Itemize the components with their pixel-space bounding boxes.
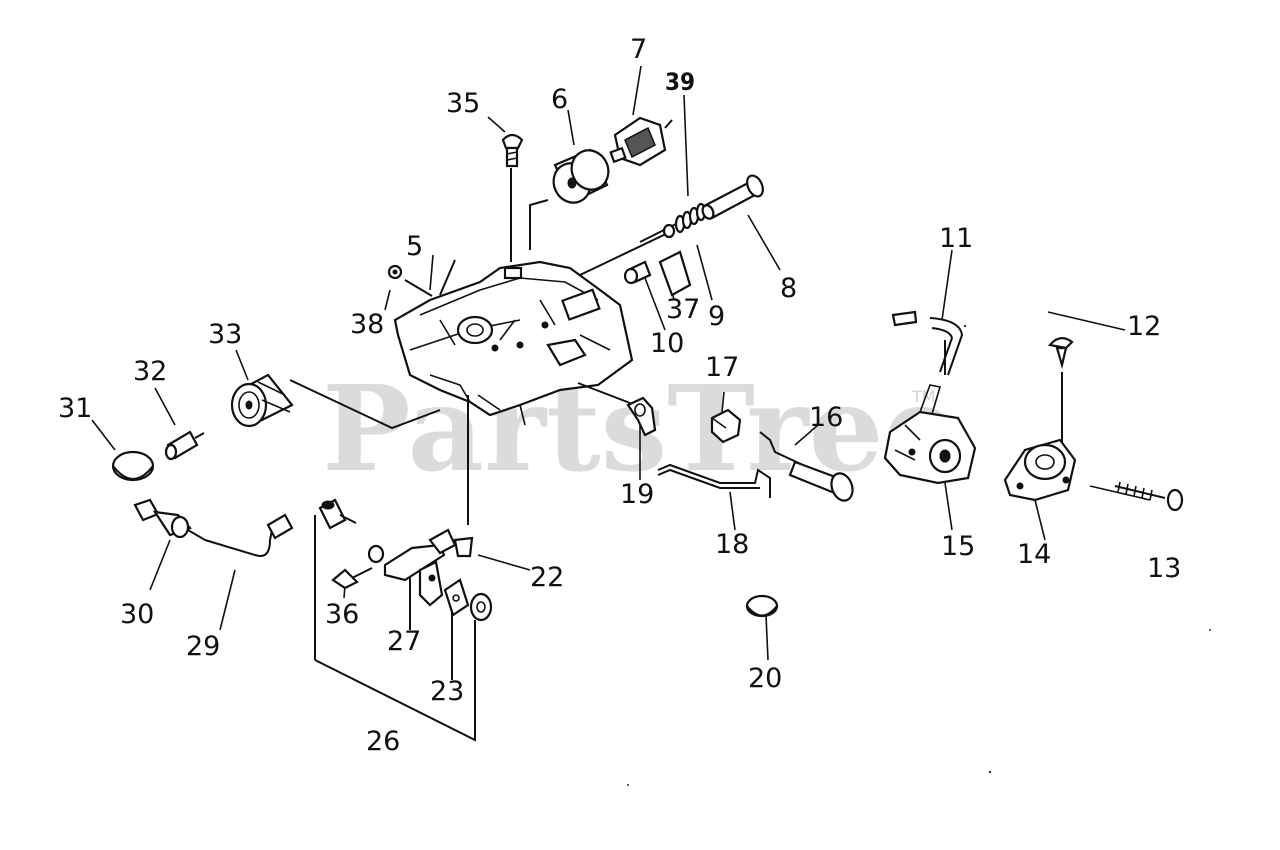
callout-22: 22 [530, 562, 564, 593]
screw-35-part[interactable] [501, 133, 524, 168]
callout-15: 15 [941, 531, 975, 562]
callout-37: 37 [666, 294, 700, 325]
cover-14-part[interactable] [1003, 438, 1077, 502]
callout-10: 10 [650, 328, 684, 359]
carburetor-body-part[interactable] [393, 260, 634, 426]
callout-13: 13 [1147, 553, 1181, 584]
callout-35: 35 [446, 88, 480, 119]
callout-26: 26 [366, 726, 400, 757]
callout-27: 27 [387, 626, 421, 657]
callout-pointers [91, 65, 1046, 661]
leader-lines [289, 168, 1151, 742]
callout-17: 17 [705, 352, 739, 383]
screw-13-part[interactable] [1114, 481, 1184, 512]
callout-12: 12 [1127, 311, 1161, 342]
float-6-part[interactable] [547, 144, 615, 208]
lever-27-part[interactable] [367, 528, 474, 607]
spring-39-part[interactable] [674, 202, 707, 234]
plate-23-part[interactable] [443, 578, 470, 617]
callout-9: 9 [708, 301, 725, 332]
plug-20-part[interactable] [745, 594, 779, 618]
clip-38-part[interactable] [387, 264, 403, 280]
idle-screw-8-part[interactable] [701, 173, 766, 220]
watermark-trademark: TM [911, 387, 936, 406]
callout-33: 33 [208, 319, 242, 350]
diaphragm-33-part[interactable] [230, 373, 294, 428]
callout-7: 7 [630, 34, 647, 65]
o-ring-9-part[interactable] [662, 223, 676, 239]
callout-20: 20 [748, 663, 782, 694]
pump-15-part[interactable] [883, 384, 977, 485]
callout-11: 11 [939, 223, 973, 254]
shaft-16-part[interactable] [759, 431, 856, 504]
callout-36: 36 [325, 599, 359, 630]
callout-31: 31 [58, 393, 92, 424]
callout-23: 23 [430, 676, 464, 707]
block-17-part[interactable] [710, 408, 742, 444]
gasket-37-part[interactable] [658, 250, 692, 297]
callout-29: 29 [186, 631, 220, 662]
callout-16: 16 [809, 402, 843, 433]
screw-36-part[interactable] [331, 567, 373, 590]
callout-14: 14 [1017, 539, 1051, 570]
callout-5: 5 [406, 231, 423, 262]
callout-19: 19 [620, 479, 654, 510]
callout-6: 6 [551, 84, 568, 115]
valve-26-part[interactable] [318, 498, 357, 530]
jet-32-part[interactable] [164, 430, 205, 461]
callout-8: 8 [780, 273, 797, 304]
callout-38: 38 [350, 309, 384, 340]
bracket-19-part[interactable] [626, 396, 657, 437]
callout-39: 39 [665, 68, 695, 96]
cap-31-part[interactable] [111, 450, 155, 482]
connector-30-part[interactable] [133, 498, 206, 541]
nut-part[interactable] [469, 592, 493, 622]
hose-11-part[interactable] [891, 310, 964, 376]
callout-32: 32 [133, 356, 167, 387]
solenoid-7-part[interactable] [609, 116, 673, 167]
scan-specks [627, 324, 1211, 786]
callout-18: 18 [715, 529, 749, 560]
wire-29-part[interactable] [204, 513, 294, 557]
screw-12-part[interactable] [1047, 337, 1074, 370]
callout-30: 30 [120, 599, 154, 630]
rod-18-part[interactable] [657, 463, 771, 498]
needle-valve-10-part[interactable] [623, 260, 652, 285]
